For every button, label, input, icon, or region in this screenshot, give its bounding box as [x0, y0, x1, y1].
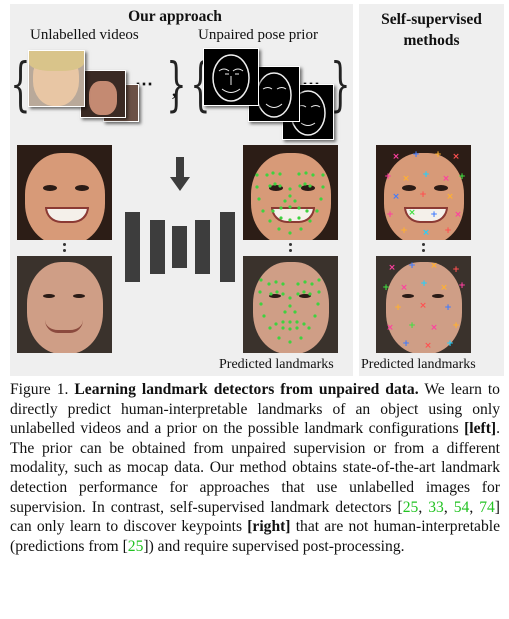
video-frame-2 — [80, 70, 126, 118]
citation-25-second[interactable]: 25 — [127, 537, 144, 555]
right-brace-prior: } — [330, 50, 351, 118]
self-supervised-continuation-dots — [422, 243, 425, 255]
input-continuation-dots — [63, 243, 66, 255]
video-sequence-dots: ⋯ — [135, 74, 154, 94]
caption-prefix: Figure 1. — [10, 381, 75, 398]
caption-text-2: . The prior can be obtained from unpaire… — [10, 420, 500, 516]
caption-title: Learning landmark detectors from unpaire… — [74, 381, 419, 398]
our-approach-title: Our approach — [128, 8, 222, 25]
network-layer-1 — [125, 212, 140, 282]
left-brace-videos: { — [10, 50, 31, 118]
input-face-man — [17, 256, 112, 353]
pose-prior-frame-1 — [203, 48, 259, 106]
video-frame-1 — [28, 50, 85, 107]
predicted-landmarks-label-self-supervised: Predicted landmarks — [361, 357, 476, 372]
citation-25[interactable]: 25 — [402, 498, 419, 516]
citation-separator: , — [443, 498, 454, 516]
network-layer-5 — [220, 212, 235, 282]
caption-text-5: ]) and require supervised post-processin… — [143, 537, 405, 555]
caption-left-tag: [left] — [464, 420, 497, 438]
predicted-landmarks-label-ours: Predicted landmarks — [219, 357, 334, 372]
predicted-face-man — [243, 256, 338, 353]
network-layer-3 — [172, 226, 187, 268]
network-layer-4 — [195, 220, 210, 274]
self-supervised-face-woman — [376, 145, 471, 240]
caption-text-1: We learn to directly predict human-inter… — [10, 381, 500, 438]
unpaired-pose-prior-label: Unpaired pose prior — [198, 27, 318, 43]
citation-separator: , — [469, 498, 480, 516]
down-arrow-icon — [170, 157, 190, 191]
citation-33[interactable]: 33 — [428, 498, 444, 516]
input-face-woman — [17, 145, 112, 240]
caption-text-3: ] can only learn to discover keypoints — [10, 498, 500, 536]
citation-74[interactable]: 74 — [479, 498, 495, 516]
citation-separator: , — [418, 498, 429, 516]
unlabelled-videos-label: Unlabelled videos — [30, 27, 139, 43]
network-layer-2 — [150, 220, 165, 274]
separator-comma: , — [172, 80, 178, 100]
citation-54[interactable]: 54 — [453, 498, 470, 516]
self-supervised-face-man — [376, 256, 471, 353]
caption-right-tag: [right] — [247, 518, 291, 536]
right-brace-videos: } — [166, 50, 187, 118]
predicted-face-woman — [243, 145, 338, 240]
figure-caption: Figure 1. Learning landmark detectors fr… — [10, 380, 500, 556]
self-supervised-title-line2: methods — [403, 32, 460, 49]
self-supervised-title-line1: Self-supervised — [381, 11, 482, 28]
caption-text-4: that are not human-interpretable (predic… — [10, 518, 500, 555]
predicted-continuation-dots — [289, 243, 292, 255]
